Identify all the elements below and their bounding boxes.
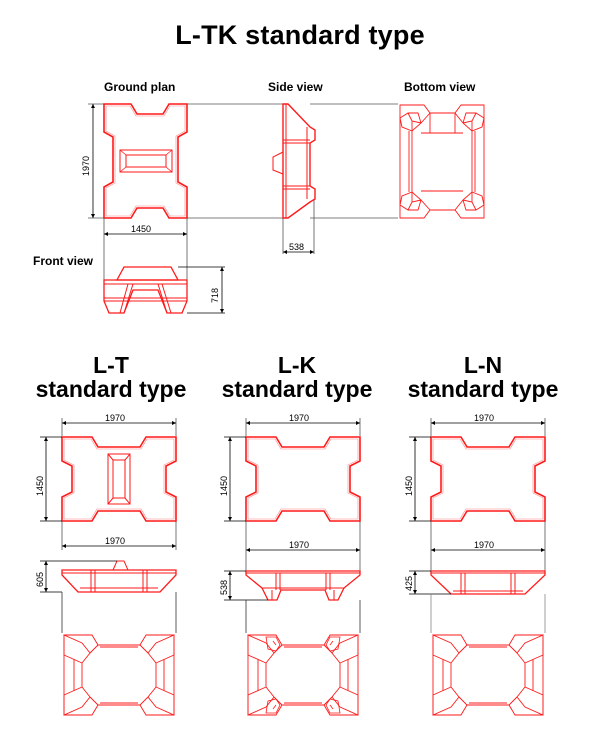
lt-bottom-drawing [63,634,175,716]
variant-lt-drawings: 1970 1450 1970 605 [35,413,177,716]
lt-dim-front-width: 1970 [105,536,125,546]
side-view-drawing [272,103,316,219]
variant-lt-subtitle: standard type [35,376,187,402]
ln-dim-width: 1970 [474,413,494,423]
ln-dim-height: 425 [404,576,414,591]
variant-lk-name: L-K [277,352,317,378]
front-view-label: Front view [33,254,94,268]
variant-lk-title: L-K standard type [202,353,392,401]
side-view-label: Side view [268,80,323,94]
variant-ln-name: L-N [463,352,503,378]
variant-lk-subtitle: standard type [221,376,373,402]
lt-dim-width: 1970 [105,413,125,423]
bottom-view-label: Bottom view [404,80,476,94]
ln-dim-front-width: 1970 [474,540,494,550]
variant-lt-name: L-T [93,352,129,378]
dim-front-height: 718 [210,288,220,303]
ln-bottom-drawing [432,634,544,716]
lk-dim-height: 538 [219,580,229,595]
front-view-drawing [103,266,188,314]
variant-ln-title: L-N standard type [388,353,578,401]
ground-plan-drawing [103,103,188,219]
lk-dim-front-width: 1970 [289,540,309,550]
dim-plan-height: 1970 [81,156,91,176]
lk-bottom-drawing [247,634,359,716]
ground-plan-label: Ground plan [104,80,176,94]
variant-ln-subtitle: standard type [407,376,559,402]
dim-plan-width: 1450 [131,224,151,234]
variant-ln-drawings: 1970 1450 1970 425 [404,413,546,716]
dim-side-depth: 538 [289,242,304,252]
lt-center-recess [107,453,131,505]
bottom-view-drawing [399,104,485,219]
ln-dim-depth: 1450 [404,476,414,496]
ln-front-drawing [430,570,546,595]
variant-lt-title: L-T standard type [16,353,206,401]
variant-lk-drawings: 1970 1450 1970 538 [219,413,361,716]
lk-front-drawing [245,570,361,601]
lk-dim-width: 1970 [289,413,309,423]
lk-corner-details [265,636,341,714]
lt-dim-depth: 1450 [35,476,45,496]
page-title: L-TK standard type [175,20,425,50]
lt-front-drawing [61,560,177,593]
lk-dim-depth: 1450 [219,476,229,496]
lt-dim-height: 605 [35,572,45,587]
